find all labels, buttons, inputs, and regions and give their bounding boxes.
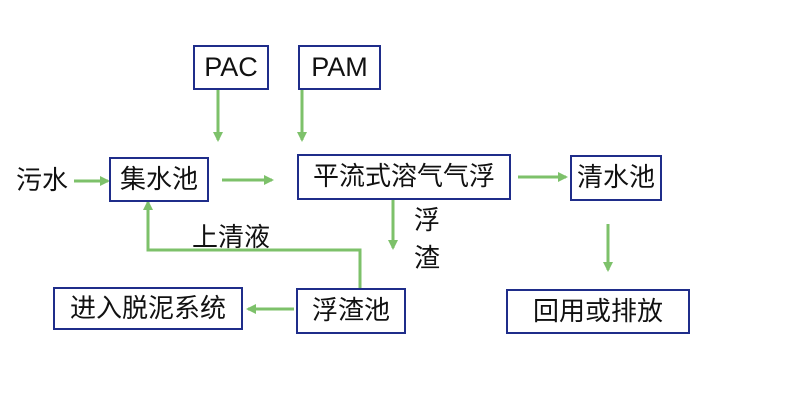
supernatant-label: 上清液 xyxy=(192,223,271,253)
dewatering-node: 进入脱泥系统 xyxy=(53,287,243,330)
reuse-discharge-node: 回用或排放 xyxy=(506,289,690,334)
scum-label-char: 渣 xyxy=(414,244,441,274)
clear-water-tank-node: 清水池 xyxy=(570,155,662,201)
arrow-supernatant-return xyxy=(143,200,362,288)
scum-tank-node: 浮渣池 xyxy=(296,288,406,334)
collection-tank-node: 集水池 xyxy=(109,157,209,202)
sewage-label: 污水 xyxy=(16,166,69,196)
scum-label-char: 浮 xyxy=(414,206,441,236)
flotation-node: 平流式溶气气浮 xyxy=(297,154,511,200)
pac-node: PAC xyxy=(193,45,269,90)
pam-node: PAM xyxy=(298,45,381,90)
scum-vertical-label: 浮 渣 xyxy=(414,208,440,284)
